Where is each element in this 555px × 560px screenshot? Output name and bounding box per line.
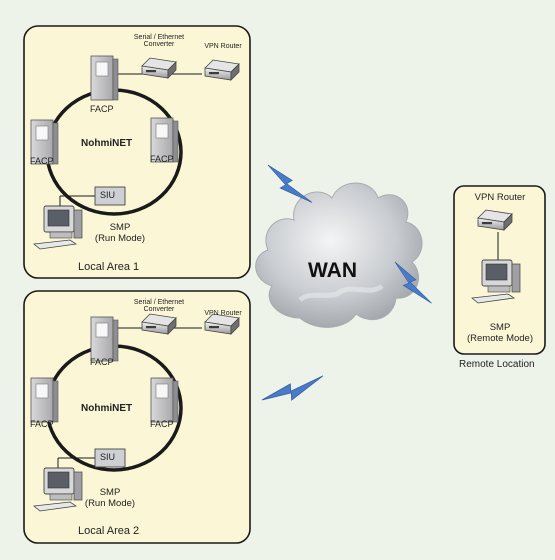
network-name-2: NohmiNET xyxy=(81,403,133,414)
facp-right-label-2: FACP xyxy=(150,419,174,429)
local-area-2-label: Local Area 2 xyxy=(78,525,140,537)
siu-box-1 xyxy=(94,186,126,206)
facp-left-2 xyxy=(30,377,59,423)
siu-box-2 xyxy=(94,448,126,468)
facp-top-label-1: FACP xyxy=(90,104,114,114)
vpn-router-label-1: VPN Router xyxy=(204,43,242,50)
remote-smp-mode-label: (Remote Mode) xyxy=(467,333,533,344)
remote-vpn-router-device xyxy=(477,209,513,231)
converter-device-2 xyxy=(141,313,177,335)
facp-left-label-2: FACP xyxy=(30,419,54,429)
remote-vpn-router-label: VPN Router xyxy=(474,192,526,203)
siu-label-1: SIU xyxy=(100,190,116,200)
facp-right-label-1: FACP xyxy=(150,154,174,164)
facp-top-2 xyxy=(90,316,119,362)
local-area-1-label: Local Area 1 xyxy=(78,261,140,273)
smp-mode-label-2: (Run Mode) xyxy=(84,498,136,509)
smp-label-1: SMP xyxy=(109,222,131,233)
facp-top-1 xyxy=(90,55,119,101)
remote-smp-label: SMP xyxy=(489,322,511,333)
facp-top-label-2: FACP xyxy=(90,357,114,367)
vpn-router-device-1 xyxy=(204,59,240,81)
local-area-2 xyxy=(23,290,251,544)
network-name-1: NohmiNET xyxy=(81,138,133,149)
facp-left-label-1: FACP xyxy=(30,156,54,166)
remote-location-label: Remote Location xyxy=(459,359,535,370)
smp-mode-label-1: (Run Mode) xyxy=(94,233,146,244)
local-area-1 xyxy=(23,25,251,279)
smp-label-2: SMP xyxy=(99,487,121,498)
lightning-area2-wan xyxy=(261,355,324,421)
remote-location xyxy=(453,185,546,355)
facp-right-2 xyxy=(150,377,179,423)
siu-label-2: SIU xyxy=(100,452,116,462)
wan-label: WAN xyxy=(308,259,357,282)
vpn-router-label-2: VPN Router xyxy=(204,310,242,317)
converter-device-1 xyxy=(141,57,177,79)
wan-cloud xyxy=(255,182,423,328)
